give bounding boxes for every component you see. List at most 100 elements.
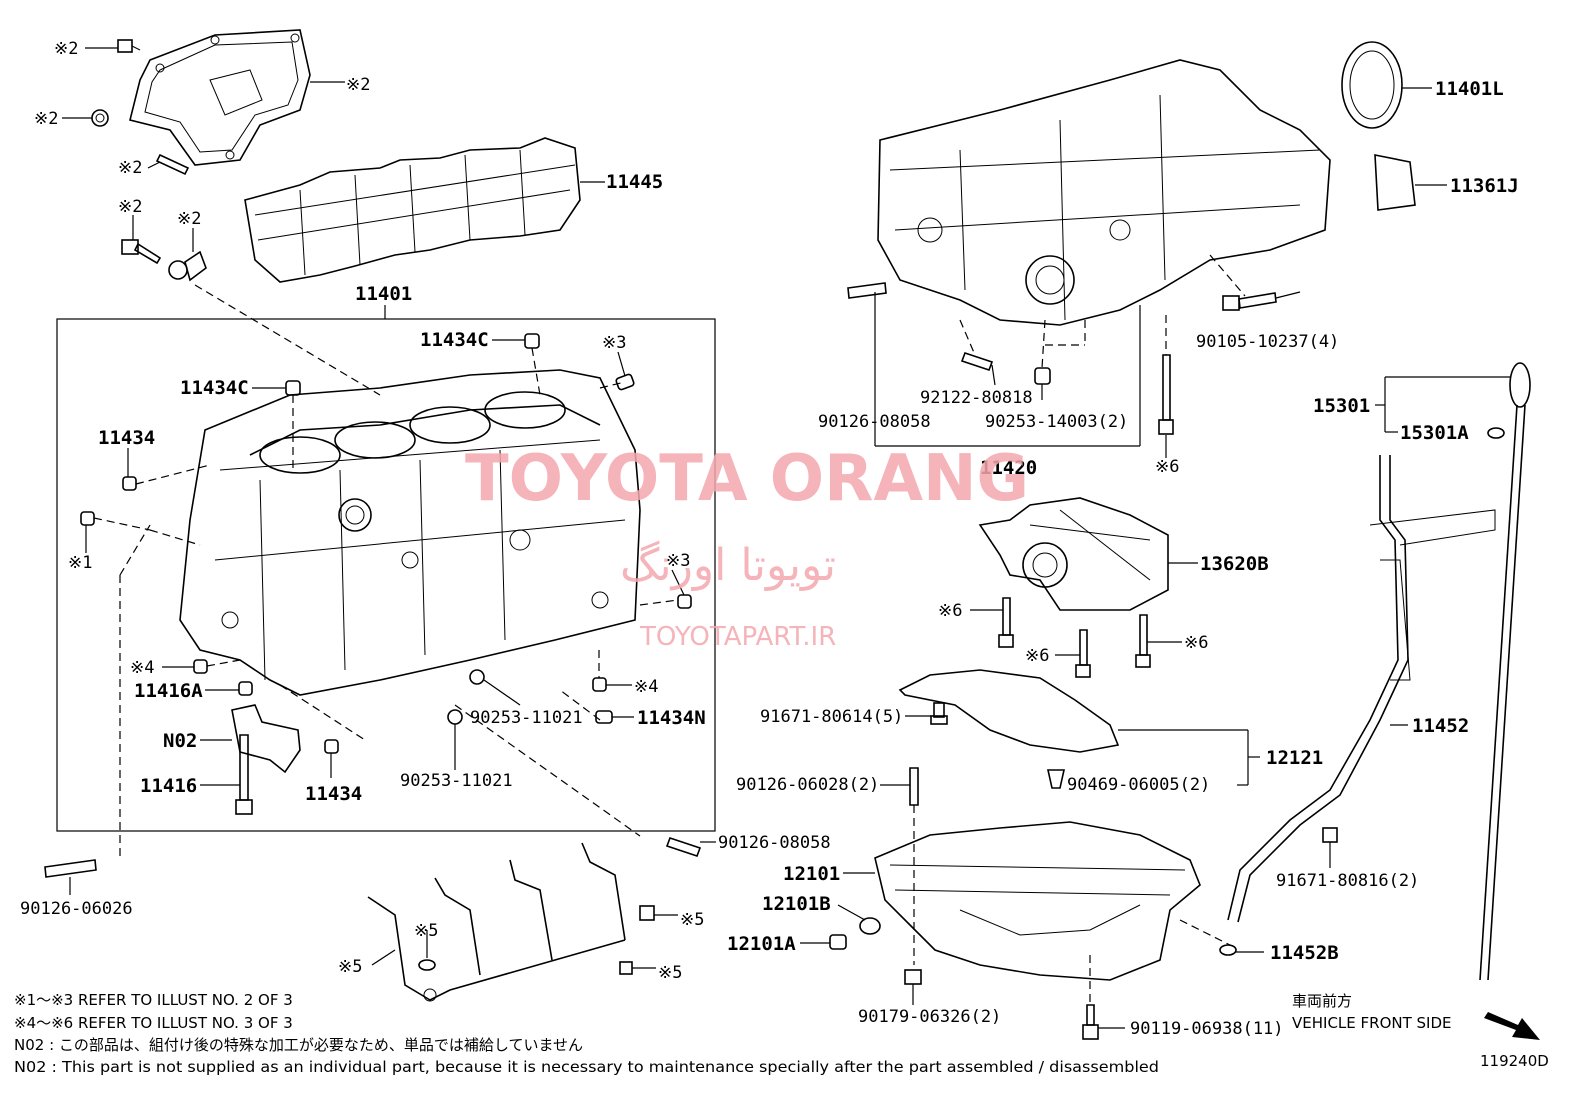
label-11434c-a: 11434C: [420, 329, 489, 351]
dowel-11434-left: [122, 476, 137, 491]
part-11420-crankcase: [877, 59, 1331, 326]
label-11452: 11452: [1412, 715, 1469, 737]
bolt-91671-80816: [1322, 827, 1338, 843]
bolt-x2-top: [117, 39, 141, 53]
label-11434c-b: 11434C: [180, 377, 249, 399]
part-11445-insulator: [244, 137, 581, 283]
label-x5-b: ※5: [414, 921, 438, 941]
label-11434-b: 11434: [305, 783, 362, 805]
vehicle-front-label-jp: 車両前方: [1292, 992, 1352, 1010]
label-x2-c: ※2: [34, 109, 58, 129]
stud-90126-06028: [909, 767, 919, 806]
label-11452b: 11452B: [1270, 942, 1339, 964]
label-12101b: 12101B: [762, 893, 831, 915]
stud-90126-08058-top: [847, 282, 887, 299]
label-11361j: 11361J: [1450, 175, 1519, 197]
label-x5-a: ※5: [680, 910, 704, 930]
plug-90253-b: [447, 709, 463, 725]
label-x5-d: ※5: [658, 963, 682, 983]
label-x4-a: ※4: [130, 658, 154, 678]
label-11434n: 11434N: [637, 707, 706, 729]
part-15301-dipstick: [1479, 362, 1531, 981]
dowel-11434c-top: [524, 333, 540, 349]
nut-x2: [91, 109, 109, 127]
watermark-site: TOYOTAPART.IR: [639, 622, 836, 652]
label-11401: 11401: [355, 283, 412, 305]
label-13620b: 13620B: [1200, 553, 1269, 575]
part-11452-dipstick-guide: [1227, 455, 1496, 923]
label-11401l: 11401L: [1435, 78, 1504, 100]
bolt-90105-10237: [1222, 292, 1277, 311]
label-12121: 12121: [1266, 747, 1323, 769]
note-refer-2: ※4～※6 REFER TO ILLUST NO. 3 OF 3: [14, 1014, 293, 1032]
part-n02-bracket: [231, 704, 301, 774]
label-x3-b: ※3: [666, 551, 690, 571]
clip-90469-06005: [1047, 769, 1065, 789]
bolt-x6-c: [1135, 614, 1151, 668]
bolt-x6-long: [1158, 354, 1174, 435]
bolt-90179-06326: [904, 969, 922, 985]
notes: ※1～※3 REFER TO ILLUST NO. 2 OF 3 ※4～※6 R…: [14, 991, 1159, 1076]
ring-11452b: [1219, 944, 1237, 956]
dowel-11416a: [238, 681, 253, 696]
label-90179-06326: 90179-06326(2): [858, 1007, 1001, 1027]
part-11361j-plug: [1374, 154, 1416, 211]
dowel-x1: [80, 511, 95, 526]
label-12101a: 12101A: [727, 933, 796, 955]
part-11401-cylinder-block: [179, 369, 641, 696]
stud-90126-08058-bottom: [665, 836, 702, 858]
leader-lines: [62, 47, 1510, 1029]
part-13620b-balancer: [978, 497, 1169, 611]
bolt-x6-a: [998, 597, 1014, 648]
label-90126-06026: 90126-06026: [20, 899, 133, 919]
bolt-x5-a: [639, 905, 655, 921]
note-refer-1: ※1～※3 REFER TO ILLUST NO. 2 OF 3: [14, 991, 293, 1009]
bolt-x5-b: [619, 961, 633, 975]
label-x6-a: ※6: [1155, 457, 1179, 477]
label-90105-10237: 90105-10237(4): [1196, 332, 1339, 352]
label-x2-e: ※2: [118, 197, 142, 217]
stud-90126-06026: [44, 859, 97, 878]
part-11401l-oil-seal: [1341, 41, 1403, 129]
label-90126-08058-a: 90126-08058: [818, 412, 931, 432]
label-n02: N02: [163, 730, 197, 752]
bolt-91671-80614: [930, 702, 948, 725]
label-12101: 12101: [783, 863, 840, 885]
washer-12101b: [859, 917, 881, 935]
stud-92122-80818: [960, 351, 994, 372]
label-x2-d: ※2: [118, 158, 142, 178]
label-90253-14003: 90253-14003(2): [985, 412, 1128, 432]
label-11434-a: 11434: [98, 427, 155, 449]
watermark-persian: تویوتا اورنگ: [620, 540, 836, 591]
ring-x5: [418, 959, 436, 971]
label-x3-a: ※3: [602, 333, 626, 353]
label-x6-b: ※6: [938, 601, 962, 621]
bolt-x6-b: [1075, 629, 1091, 678]
label-90253-11021-b: 90253-11021: [400, 771, 513, 791]
plug-90253-14003: [1034, 367, 1051, 385]
bolt-x2-left: [121, 239, 162, 265]
label-91671-80816: 91671-80816(2): [1276, 871, 1419, 891]
label-15301: 15301: [1313, 395, 1370, 417]
label-92122-80818: 92122-80818: [920, 388, 1033, 408]
label-90469-06005: 90469-06005(2): [1067, 775, 1210, 795]
part-number-labels: ※2 ※2 ※2 ※2 11445 ※2 ※2 11401 11434C ※3 …: [20, 39, 1519, 1039]
dowel-11434n: [595, 710, 613, 724]
timing-cover-plate: [129, 29, 311, 166]
illustration-id: 119240D: [1480, 1052, 1549, 1070]
dowel-x3-top: [615, 373, 635, 391]
dowel-11434c-left: [285, 380, 301, 396]
drain-plug-12101a: [829, 934, 847, 950]
vehicle-front-arrow-icon: [1484, 1012, 1540, 1040]
label-11416a: 11416A: [134, 680, 203, 702]
label-x2-a: ※2: [54, 39, 78, 59]
ring-15301a: [1487, 427, 1505, 439]
label-x6-d: ※6: [1184, 633, 1208, 653]
vehicle-front-label-en: VEHICLE FRONT SIDE: [1292, 1014, 1452, 1032]
label-x4-b: ※4: [634, 677, 658, 697]
note-n02-japanese: N02 : この部品は、組付け後の特殊な加工が必要なため、単品では補給していませ…: [14, 1036, 583, 1054]
note-n02-english: N02 : This part is not supplied as an in…: [14, 1058, 1159, 1076]
label-x5-c: ※5: [338, 957, 362, 977]
label-x1: ※1: [68, 553, 92, 573]
